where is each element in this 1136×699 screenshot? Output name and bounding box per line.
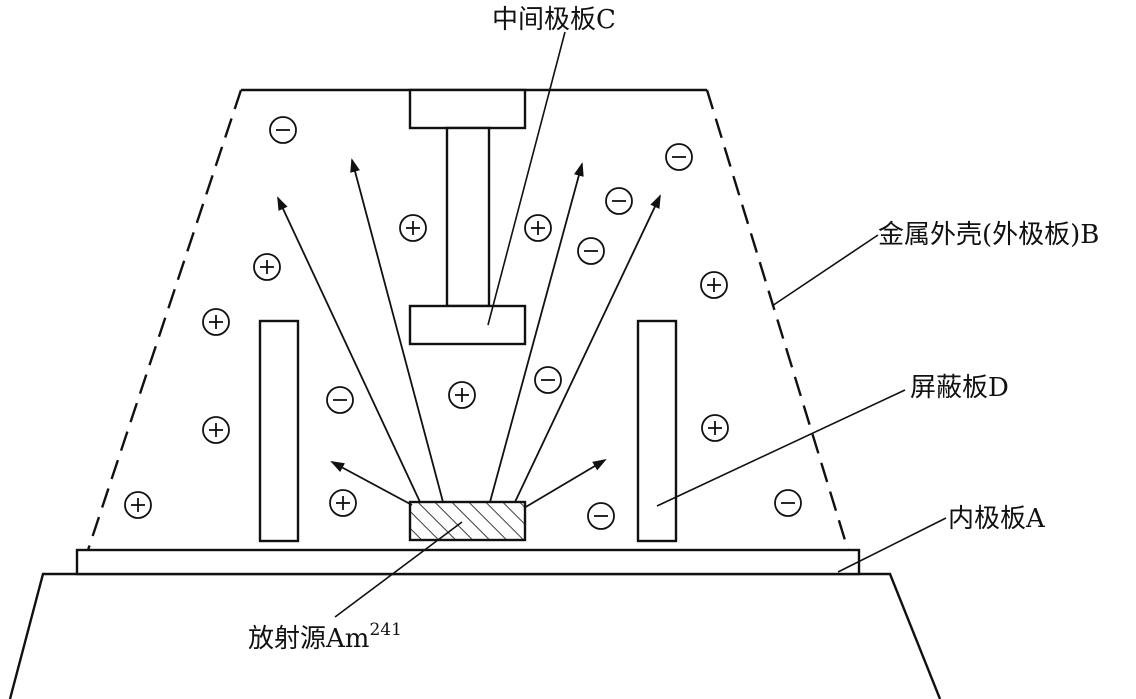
base-pedestal: [8, 572, 942, 699]
negative-ion: [534, 366, 562, 394]
ions-group: [124, 116, 802, 530]
positive-ion: [202, 308, 230, 336]
positive-ion: [253, 253, 281, 281]
negative-ion: [269, 116, 297, 144]
middle-plate-c: [408, 88, 527, 346]
radiation-arrow: [514, 194, 661, 503]
label-plate-a: 内极板A: [948, 504, 1046, 534]
label-source-text: 放射源Am: [248, 624, 369, 654]
radiation-arrow: [489, 162, 584, 503]
shield-plate-left: [258, 319, 300, 543]
leader-plate-a: [837, 517, 947, 573]
positive-ion: [448, 381, 476, 409]
leader-shell-b: [771, 234, 879, 307]
negative-ion: [665, 143, 693, 171]
label-source: 放射源Am241: [248, 620, 402, 654]
label-plate-c: 中间极板C: [492, 5, 616, 35]
negative-ion: [587, 502, 615, 530]
positive-ion: [701, 414, 729, 442]
leader-source: [334, 521, 463, 618]
negative-ion: [605, 187, 633, 215]
radioactive-source: [408, 500, 527, 542]
label-source-superscript: 241: [369, 620, 401, 640]
positive-ion: [202, 416, 230, 444]
positive-ion: [124, 491, 152, 519]
label-shell-b: 金属外壳(外极板)B: [878, 220, 1099, 250]
negative-ion: [774, 489, 802, 517]
shield-plate-right: [636, 319, 678, 543]
radiation-arrow: [523, 458, 607, 509]
shell-right-wall: [705, 89, 850, 551]
negative-ion: [326, 386, 354, 414]
shell-left-wall: [86, 89, 243, 551]
radiation-arrow: [350, 158, 444, 503]
radiation-arrow: [330, 461, 413, 506]
leader-lines: [334, 31, 947, 618]
leader-plate-c: [487, 31, 566, 326]
radiation-arrow: [277, 196, 421, 503]
positive-ion: [399, 214, 427, 242]
label-shield-d: 屏蔽板D: [910, 373, 1009, 403]
positive-ion: [524, 214, 552, 242]
leader-shield-d: [656, 389, 906, 507]
radiation-arrows: [277, 158, 661, 509]
inner-plate-a: [75, 548, 861, 576]
positive-ion: [700, 271, 728, 299]
positive-ion: [329, 489, 357, 517]
negative-ion: [577, 237, 605, 265]
